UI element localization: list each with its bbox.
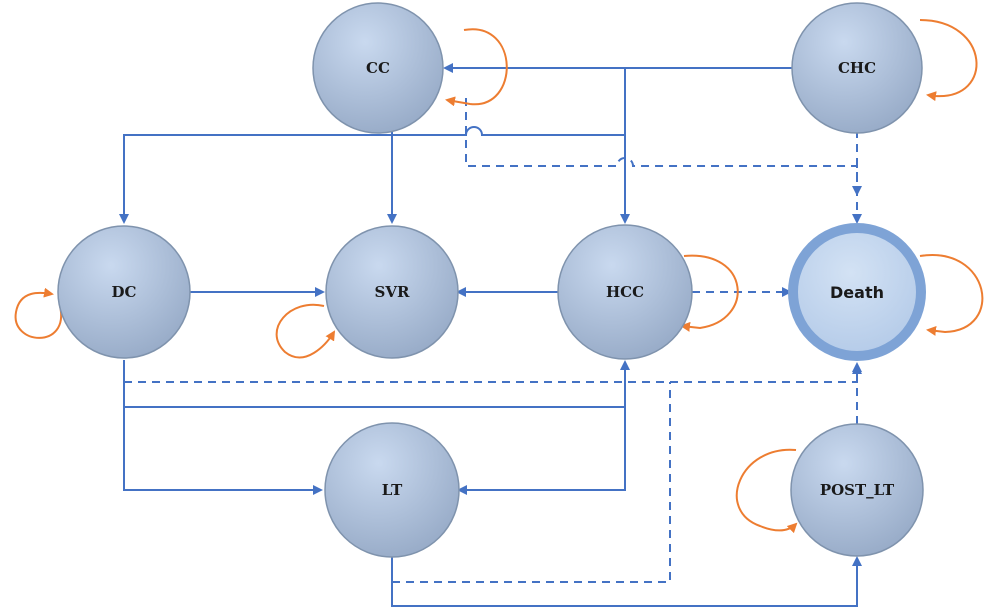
edge-lt-to-death <box>392 382 671 583</box>
node-circle <box>557 224 693 360</box>
self-loop-chc <box>919 19 978 102</box>
node-label-postlt: POST_LT <box>820 481 895 499</box>
node-label-chc: CHC <box>838 59 876 77</box>
solid-transitions <box>119 63 862 607</box>
self-loop-postlt <box>735 448 798 534</box>
edge-cc-to-death <box>465 98 862 224</box>
dashed-transitions <box>124 98 862 583</box>
node-hcc: HCC <box>557 224 693 360</box>
node-label-svr: SVR <box>375 283 410 301</box>
node-dc: DC <box>57 225 191 359</box>
node-lt: LT <box>324 422 460 558</box>
edge-lt-to-postlt <box>391 556 862 607</box>
node-cc: CC <box>312 2 444 134</box>
node-label-death: Death <box>830 283 884 302</box>
node-chc: CHC <box>791 2 923 134</box>
self-loop-dc <box>14 287 63 339</box>
self-loop-death <box>919 254 984 336</box>
edge-dc-to-death <box>124 364 862 383</box>
node-circle <box>312 2 444 134</box>
node-label-lt: LT <box>382 481 403 499</box>
node-label-cc: CC <box>366 59 390 77</box>
node-circle <box>790 423 924 557</box>
node-circle <box>325 225 459 359</box>
death-outer-ring <box>788 223 926 361</box>
edge-hcc-to-lt <box>457 407 626 495</box>
edge-cc-to-dc <box>119 126 625 224</box>
node-circle <box>57 225 191 359</box>
node-label-hcc: HCC <box>606 283 644 301</box>
self-loops <box>14 19 984 534</box>
self-loop-svr <box>275 303 336 359</box>
node-death: Death <box>788 223 926 361</box>
self-loop-cc <box>445 28 508 107</box>
node-label-dc: DC <box>112 283 137 301</box>
node-postlt: POST_LT <box>790 423 924 557</box>
edge-dc-to-lt <box>123 407 323 495</box>
node-svr: SVR <box>325 225 459 359</box>
node-circle <box>791 2 923 134</box>
edge-dc-to-hcc <box>123 360 630 408</box>
self-loop-hcc <box>680 254 739 332</box>
node-circle <box>324 422 460 558</box>
